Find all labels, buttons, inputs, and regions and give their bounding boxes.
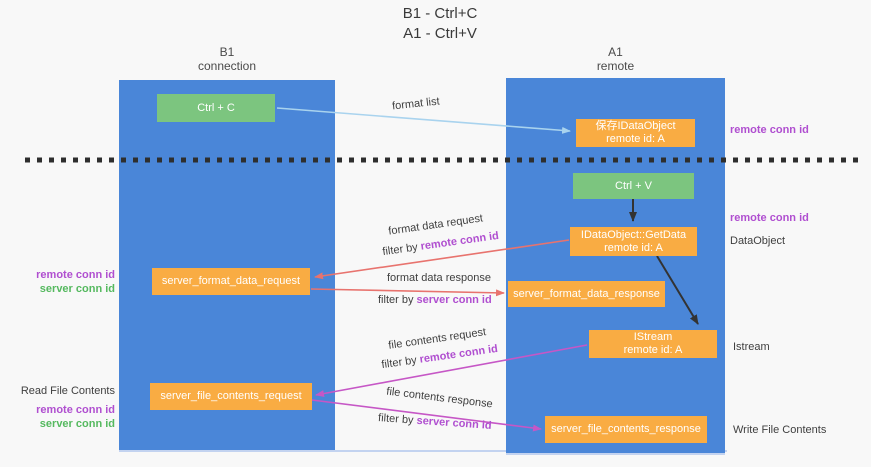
server-format-data-request-box: server_format_data_request [152,268,310,295]
server-conn-id-text: server conn id [416,294,492,306]
server-file-contents-request-label: server_file_contents_request [160,390,302,402]
format-list-flow-label: format list [391,95,441,113]
idataobject-getdata-box: IDataObject::GetData remote id: A [570,227,697,256]
filter-by-text: filter by [378,294,417,306]
left-server-conn-id-label-1: server conn id [39,283,115,295]
left-column-header: B1 connection [119,45,335,73]
filter-by-text: filter by [381,240,422,259]
remote-conn-id-text: remote conn id [419,229,500,253]
format-data-response-arrow [310,288,505,297]
filter-by-server-conn-id-label-2: filter by server conn id [378,412,492,432]
right-istream-label: Istream [733,341,770,353]
file-contents-response-flow-label: file contents response [385,385,494,411]
left-read-file-contents-label: Read File Contents [20,385,115,397]
right-column-header-line1: A1 [608,45,623,59]
server-format-data-request-label: server_format_data_request [161,275,301,287]
idataobject-getdata-line1: IDataObject::GetData [580,228,687,241]
filter-by-text: filter by [380,353,421,372]
ctrl-v-label: Ctrl + V [615,179,652,192]
right-write-file-contents-label: Write File Contents [733,424,827,436]
left-remote-conn-id-label-1: remote conn id [36,269,115,281]
format-data-response-flow-label: format data response [387,272,491,284]
server-file-contents-request-box: server_file_contents_request [150,383,312,410]
saved-idataobject-line2: remote id: A [606,133,665,145]
remote-conn-id-text: remote conn id [418,342,499,366]
filter-by-server-conn-id-label-1: filter by server conn id [378,294,492,306]
istream-line2: remote id: A [623,344,683,356]
ctrl-v-box: Ctrl + V [573,173,694,199]
istream-box: IStream remote id: A [589,330,717,358]
right-column-header: A1 remote [506,45,725,73]
title-line-1: B1 - Ctrl+C [402,5,478,22]
filter-by-text: filter by [377,412,417,427]
left-remote-conn-id-label-2: remote conn id [36,404,115,416]
server-format-data-response-box: server_format_data_response [508,281,665,307]
left-server-conn-id-label-2: server conn id [39,418,115,430]
right-column-header-line2: remote [596,59,635,73]
title-line-2: A1 - Ctrl+V [403,25,477,42]
server-conn-id-text: server conn id [416,414,492,432]
istream-line1: IStream [633,331,673,343]
right-dataobject-label: DataObject [730,235,786,247]
left-column-header-line1: B1 [219,45,235,59]
diagram-title: B1 - Ctrl+C A1 - Ctrl+V [300,4,580,44]
saved-idataobject-box: 保存IDataObject remote id: A [576,119,695,147]
idataobject-getdata-line2: remote id: A [604,241,663,254]
server-file-contents-response-box: server_file_contents_response [545,416,707,443]
right-remote-conn-id-label-2: remote conn id [730,212,809,224]
right-remote-conn-id-label-1: remote conn id [730,124,809,136]
saved-idataobject-line1: 保存IDataObject [595,120,676,132]
left-column-header-line2: connection [197,59,257,73]
server-file-contents-response-label: server_file_contents_response [551,423,701,435]
ctrl-c-box: Ctrl + C [157,94,275,122]
server-format-data-response-label: server_format_data_response [513,287,660,300]
canvas-bottom-edge-line [119,450,727,452]
ctrl-c-label: Ctrl + C [197,101,235,114]
